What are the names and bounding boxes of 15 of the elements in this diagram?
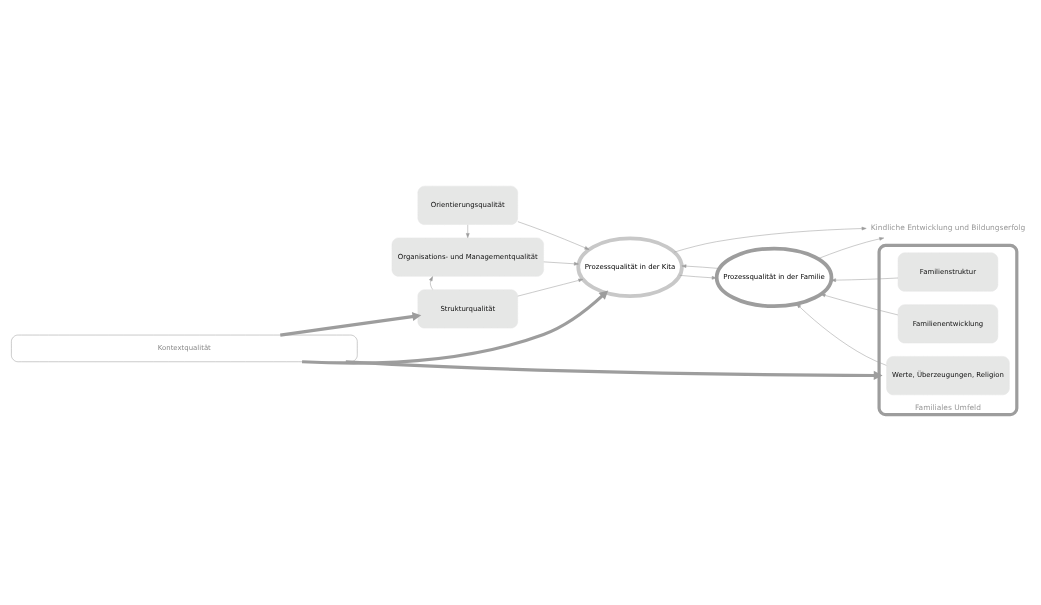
arrow bbox=[466, 224, 470, 238]
arrow bbox=[679, 275, 717, 280]
arrow bbox=[681, 264, 720, 269]
arrow bbox=[817, 237, 885, 259]
arrow bbox=[301, 290, 609, 365]
arrow bbox=[674, 226, 867, 253]
arrow bbox=[831, 277, 899, 282]
arrow bbox=[517, 278, 584, 297]
arrow bbox=[820, 293, 899, 316]
arrow bbox=[280, 312, 422, 337]
arrow bbox=[345, 360, 883, 381]
arrow bbox=[429, 276, 433, 290]
arrow bbox=[543, 261, 579, 266]
arrow bbox=[796, 303, 887, 366]
arrow bbox=[517, 221, 590, 250]
